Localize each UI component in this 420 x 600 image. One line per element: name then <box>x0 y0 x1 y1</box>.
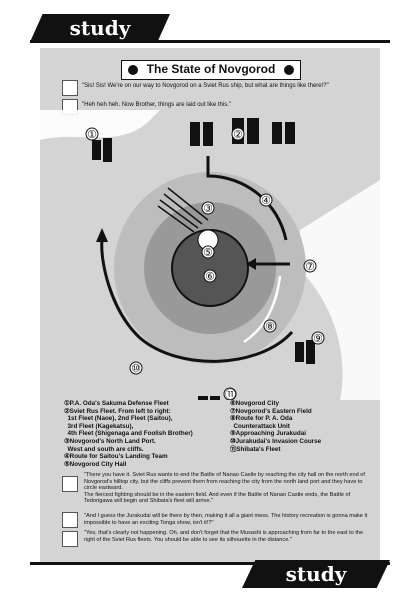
speaker-avatar-1 <box>62 80 78 96</box>
tree-branch-right <box>300 180 380 400</box>
title-box: The State of Novgorod <box>121 60 301 80</box>
bottom-dialogue-1: "There you have it. Sviet Rus wants to e… <box>84 472 365 505</box>
sakuma-defense-fleet <box>92 138 112 162</box>
counterattack-route <box>243 275 282 344</box>
bottom-dialogue-3: "Yes, that's clearly not happening. Oh, … <box>84 530 364 543</box>
marker-5: ⑤ <box>203 246 213 259</box>
marker-4: ④ <box>261 194 271 207</box>
jurakudai-invasion-route <box>100 239 294 363</box>
legend-item: ⑪Shibata's Fleet <box>230 445 281 453</box>
legend-item: ②Sviet Rus Fleet. From left to right: <box>64 407 171 415</box>
legend-item: ⑧Route for P. A. Oda <box>230 415 293 423</box>
legend-item: ⑨Approaching Jurakudai <box>230 430 306 438</box>
speaker-avatar-5 <box>62 531 78 547</box>
marker-11: ⑪ <box>225 388 236 400</box>
legend-item: ⑩Jurakudai's Invasion Course <box>230 437 322 445</box>
marker-1: ① <box>87 128 97 141</box>
top-rule <box>30 40 390 43</box>
legend-left: ①P.A. Oda's Sakuma Defense Fleet ②Sviet … <box>64 400 204 468</box>
study-banner-bottom: study <box>242 560 390 588</box>
legend-item: West and south are cliffs. <box>64 445 144 453</box>
jurakudai-fleet <box>198 396 220 400</box>
marker-3: ③ <box>203 202 213 215</box>
intro-dialogue-1: "Sis! Sis! We're on our way to Novgorod … <box>82 83 329 89</box>
eastern-field-arrowhead <box>246 258 256 270</box>
speaker-avatar-4 <box>62 512 78 528</box>
legend-item: ⑥Novgorod City <box>230 400 280 407</box>
legend-item: ③Novgorod's North Land Port. <box>64 437 156 445</box>
saitou-landing-route <box>206 156 288 241</box>
legend-item: ⑤Novgorod City Hall <box>64 460 127 468</box>
marker-7: ⑦ <box>305 260 315 273</box>
legend-item: 3rd Fleet (Kagekatsu), <box>64 422 134 430</box>
marker-10: ⑩ <box>131 362 141 375</box>
marker-9: ⑨ <box>313 332 323 345</box>
page-title: The State of Novgorod <box>146 62 276 76</box>
legend-item: ⑦Novgorod's Eastern Field <box>230 407 312 415</box>
intro-dialogue-2: "Heh heh heh. Now Brother, things are la… <box>82 102 232 108</box>
speaker-avatar-3 <box>62 476 78 492</box>
title-left-dot <box>128 65 138 75</box>
marker-8: ⑧ <box>265 320 275 333</box>
shibata-fleet <box>295 340 315 364</box>
novgorod-map: ① ② ③ ④ ⑤ ⑥ ⑦ ⑧ ⑨ ⑩ ⑪ <box>40 110 380 400</box>
legend-item: 4th Fleet (Shigenaga and Foolish Brother… <box>64 430 193 438</box>
jurakudai-invasion-arrowhead <box>96 228 108 242</box>
bottom-dialogue-2: "And I guess the Jurakudai will be there… <box>84 513 368 526</box>
study-banner-bottom-label: study <box>285 562 347 586</box>
marker-6: ⑥ <box>205 270 215 283</box>
marker-2: ② <box>233 128 243 141</box>
legend-right: ⑥Novgorod City ⑦Novgorod's Eastern Field… <box>230 400 370 453</box>
tree-branch-left <box>40 110 160 140</box>
study-banner-top-label: study <box>69 16 131 40</box>
legend-item: 1st Fleet (Naoe), 2nd Fleet (Saitou), <box>64 415 173 423</box>
bottom-rule <box>30 562 390 565</box>
legend-item: ①P.A. Oda's Sakuma Defense Fleet <box>64 400 169 407</box>
cliff-hatching <box>157 187 209 233</box>
title-right-dot <box>284 65 294 75</box>
legend-item: Counterattack Unit <box>230 422 290 430</box>
study-banner-top: study <box>30 14 170 42</box>
legend-item: ④Route for Saitou's Landing Team <box>64 453 168 461</box>
